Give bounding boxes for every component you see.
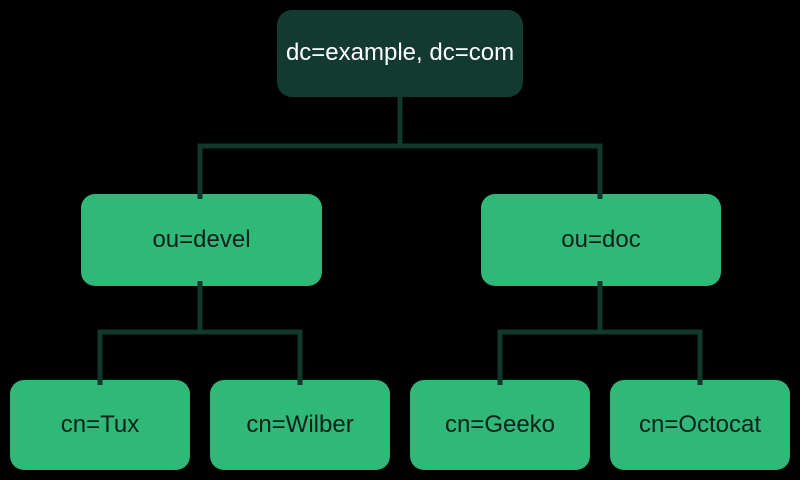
tree-node-root: dc=example, dc=com: [277, 10, 523, 97]
tree-node-cn-geeko: cn=Geeko: [410, 380, 590, 470]
connector-doc-to-leaves: [497, 281, 703, 385]
tree-node-ou-doc: ou=doc: [481, 194, 721, 286]
connector-root-to-level2: [197, 92, 603, 199]
tree-node-ou-devel: ou=devel: [81, 194, 322, 286]
tree-node-cn-tux: cn=Tux: [10, 380, 190, 470]
tree-node-cn-octocat: cn=Octocat: [610, 380, 790, 470]
tree-node-cn-wilber: cn=Wilber: [210, 380, 390, 470]
connector-devel-to-leaves: [97, 281, 303, 385]
